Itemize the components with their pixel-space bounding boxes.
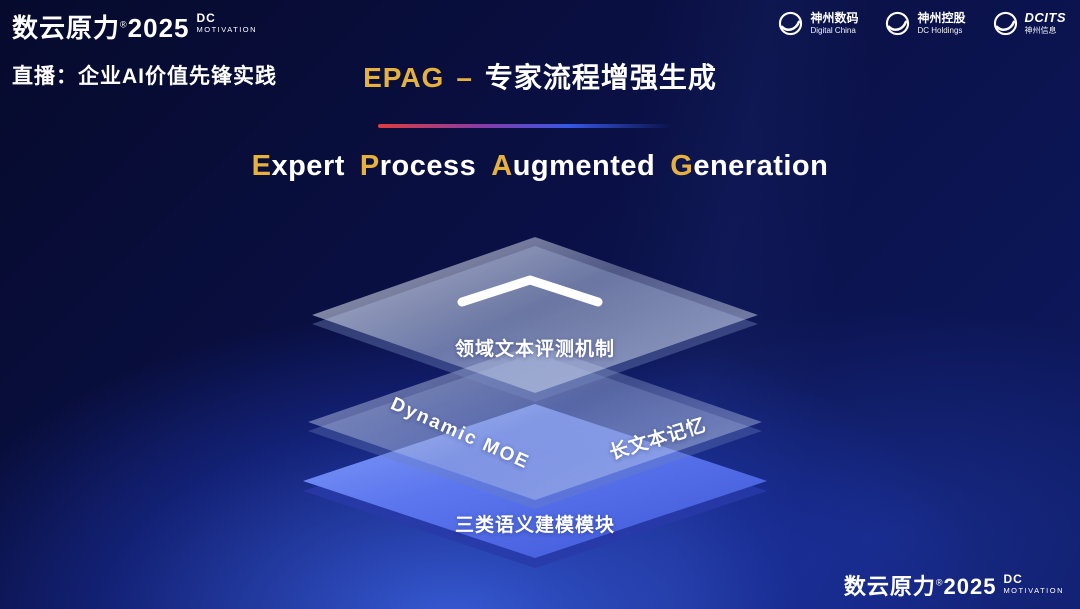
partner-name-cn: 神州数码 (810, 11, 859, 25)
hero-word-rest: rocess (379, 150, 477, 182)
brand-subtext: DC MOTIVATION (197, 8, 258, 34)
title-divider (378, 124, 672, 128)
hero-word: Process (360, 150, 476, 183)
partner-text: 神州控股 DC Holdings (917, 11, 966, 35)
page-title-abbr: EPAG (363, 62, 445, 93)
brand-registered-mark: ® (120, 19, 128, 30)
top-layer (312, 237, 758, 393)
brand-motivation-label: MOTIVATION (1003, 586, 1064, 595)
hero-word-rest: xpert (271, 150, 345, 182)
partner-name-en: Digital China (810, 25, 856, 35)
hero-word: Generation (670, 150, 828, 183)
hero-word-accent: E (251, 150, 272, 182)
partner-text: 神州数码 Digital China (810, 11, 859, 35)
partner-text: DCITS 神州信息 (1024, 10, 1067, 36)
partner-name-en: DC Holdings (917, 25, 963, 35)
partner-dcits: DCITS 神州信息 (992, 10, 1067, 37)
page-title: EPAG – 专家流程增强生成 (0, 56, 1080, 96)
partner-digital-china: 神州数码 Digital China (777, 10, 858, 37)
hero-word-accent: A (491, 150, 513, 182)
partner-name-en: DCITS (1024, 10, 1066, 26)
hero-word-accent: G (670, 150, 694, 182)
hero-word: Expert (252, 150, 345, 183)
brand-logo-bottom-right: 数云原力®2025 DC MOTIVATION (844, 569, 1064, 601)
partner-name-cn: 神州信息 (1024, 26, 1057, 36)
hero-word-rest: eneration (693, 150, 829, 182)
brand-dc-label: DC (1003, 572, 1023, 586)
brand-dc-label: DC (196, 11, 216, 25)
top-layer-label: 领域文本评测机制 (454, 339, 615, 360)
page-title-cn: 专家流程增强生成 (484, 62, 717, 93)
live-stream-label: 直播：企业AI价值先锋实践 (12, 65, 277, 88)
partner-dc-holdings: 神州控股 DC Holdings (884, 10, 966, 37)
brand-name-cn: 数云原力 (843, 574, 936, 599)
brand-motivation-label: MOTIVATION (196, 25, 258, 34)
brand-year: 2025 (127, 13, 190, 43)
brand-logo-top-left: 数云原力®2025 DC MOTIVATION (12, 8, 257, 45)
brand-name: 数云原力®2025 (12, 8, 190, 45)
hero-word-accent: P (359, 150, 380, 182)
dc-holdings-logo-icon (886, 11, 910, 36)
dcits-logo-icon (993, 11, 1017, 36)
brand-name-cn: 数云原力 (12, 13, 121, 43)
partner-name-cn: 神州控股 (917, 11, 966, 25)
bottom-layer-label: 三类语义建模模块 (454, 515, 615, 536)
brand-name: 数云原力®2025 (844, 569, 997, 601)
brand-year: 2025 (943, 574, 997, 599)
digital-china-logo-icon (779, 11, 803, 36)
partner-logos: 神州数码 Digital China 神州控股 DC Holdings DCIT… (777, 10, 1066, 37)
hero-word-rest: ugmented (512, 150, 656, 182)
hero-word: Augmented (491, 150, 655, 183)
brand-registered-mark: ® (935, 577, 944, 588)
chevron-up-icon (457, 275, 603, 307)
brand-subtext: DC MOTIVATION (1003, 569, 1064, 595)
layer-stack-diagram: 领域文本评测机制 Dynamic MOE 长文本记忆 三类语义建模模块 (290, 228, 780, 573)
page-title-dash: – (456, 62, 473, 93)
hero-title: Expert Process Augmented Generation (0, 150, 1080, 183)
